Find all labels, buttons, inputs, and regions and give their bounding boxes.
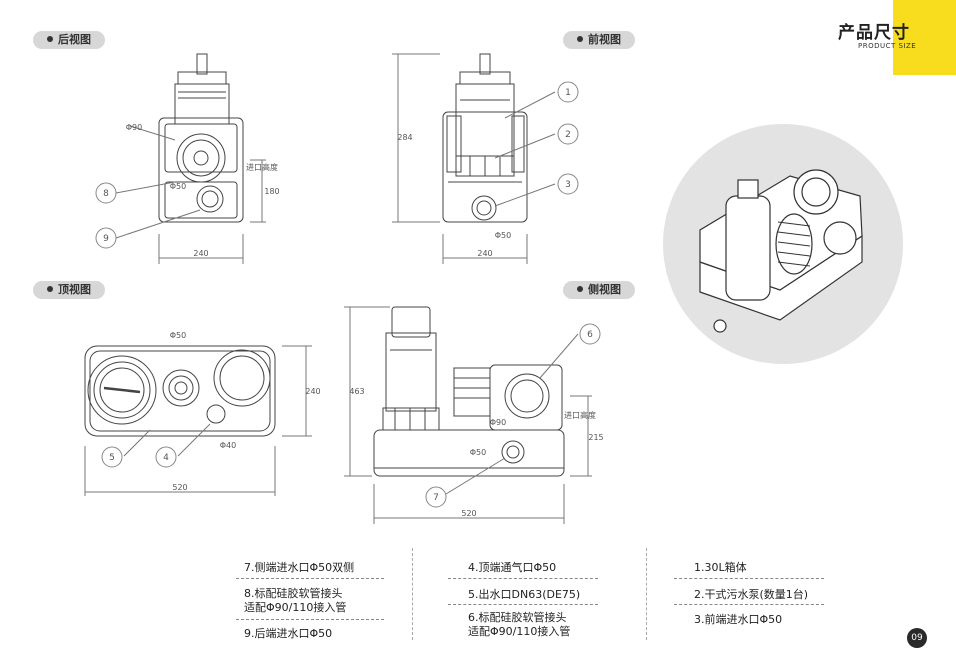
divider [448, 578, 598, 579]
part-1: 1.30L箱体 [694, 561, 747, 574]
dim-top-width: 520 [172, 483, 187, 492]
header-accent-block [893, 0, 956, 75]
bullet-icon [47, 286, 53, 292]
dim-back-width: 240 [193, 249, 208, 258]
divider [674, 578, 824, 579]
column-divider [412, 548, 413, 640]
page-subtitle: PRODUCT SIZE [858, 42, 917, 50]
part-4: 4.顶端通气口Φ50 [468, 561, 557, 574]
view-label-front: 前视图 [563, 31, 635, 49]
view-label-top: 顶视图 [33, 281, 105, 299]
dim-top-pipe-2: Φ40 [220, 441, 236, 450]
dim-side-inlet: 215 [588, 433, 603, 442]
view-label-back: 后视图 [33, 31, 105, 49]
column-divider [646, 548, 647, 640]
page-title: 产品尺寸 [838, 23, 910, 43]
callout-3: 3 [565, 180, 571, 190]
callout-6: 6 [587, 330, 593, 340]
part-8-note: 适配Φ90/110接入管 [244, 601, 347, 614]
front-view-drawing [392, 53, 579, 264]
dim-top-depth: 240 [305, 387, 320, 396]
back-view-drawing [115, 53, 266, 264]
dim-back-inlet-label: 进口高度 [246, 162, 278, 172]
page-number: 09 [907, 628, 927, 648]
dim-side-pipe-2: Φ90 [490, 418, 506, 427]
callout-9: 9 [103, 234, 109, 244]
dim-front-width: 240 [477, 249, 492, 258]
callout-5: 5 [109, 453, 115, 463]
callout-8: 8 [103, 189, 109, 199]
dim-back-pipe-1: Φ90 [126, 123, 142, 132]
bullet-icon [577, 36, 583, 42]
divider [236, 619, 384, 620]
callout-7: 7 [433, 493, 439, 503]
dim-front-pipe: Φ50 [495, 231, 511, 240]
dim-front-height: 284 [397, 133, 412, 142]
callout-2: 2 [565, 130, 571, 140]
part-2: 2.干式污水泵(数量1台) [694, 588, 809, 601]
bullet-icon [577, 286, 583, 292]
divider [674, 604, 824, 605]
dim-side-width: 520 [461, 509, 476, 518]
dim-back-pipe-2: Φ50 [170, 182, 186, 191]
dim-side-height: 463 [349, 387, 364, 396]
dim-back-height: 180 [264, 187, 279, 196]
part-7: 7.侧端进水口Φ50双侧 [244, 561, 355, 574]
dim-side-inlet-label: 进口高度 [564, 410, 596, 420]
view-label-side: 侧视图 [563, 281, 635, 299]
part-3: 3.前端进水口Φ50 [694, 613, 783, 626]
part-6-note: 适配Φ90/110接入管 [468, 625, 571, 638]
part-8: 8.标配硅胶软管接头 [244, 587, 343, 600]
part-6: 6.标配硅胶软管接头 [468, 611, 567, 624]
callout-4: 4 [163, 453, 169, 463]
bullet-icon [47, 36, 53, 42]
side-view-drawing [95, 182, 601, 524]
part-5: 5.出水口DN63(DE75) [468, 588, 581, 601]
dim-top-pipe-1: Φ50 [170, 331, 186, 340]
dim-side-pipe: Φ50 [470, 448, 486, 457]
callout-1: 1 [565, 88, 571, 98]
part-9: 9.后端进水口Φ50 [244, 627, 333, 640]
product-photo [663, 124, 903, 364]
divider [448, 604, 598, 605]
divider [236, 578, 384, 579]
top-view-drawing [84, 345, 312, 496]
